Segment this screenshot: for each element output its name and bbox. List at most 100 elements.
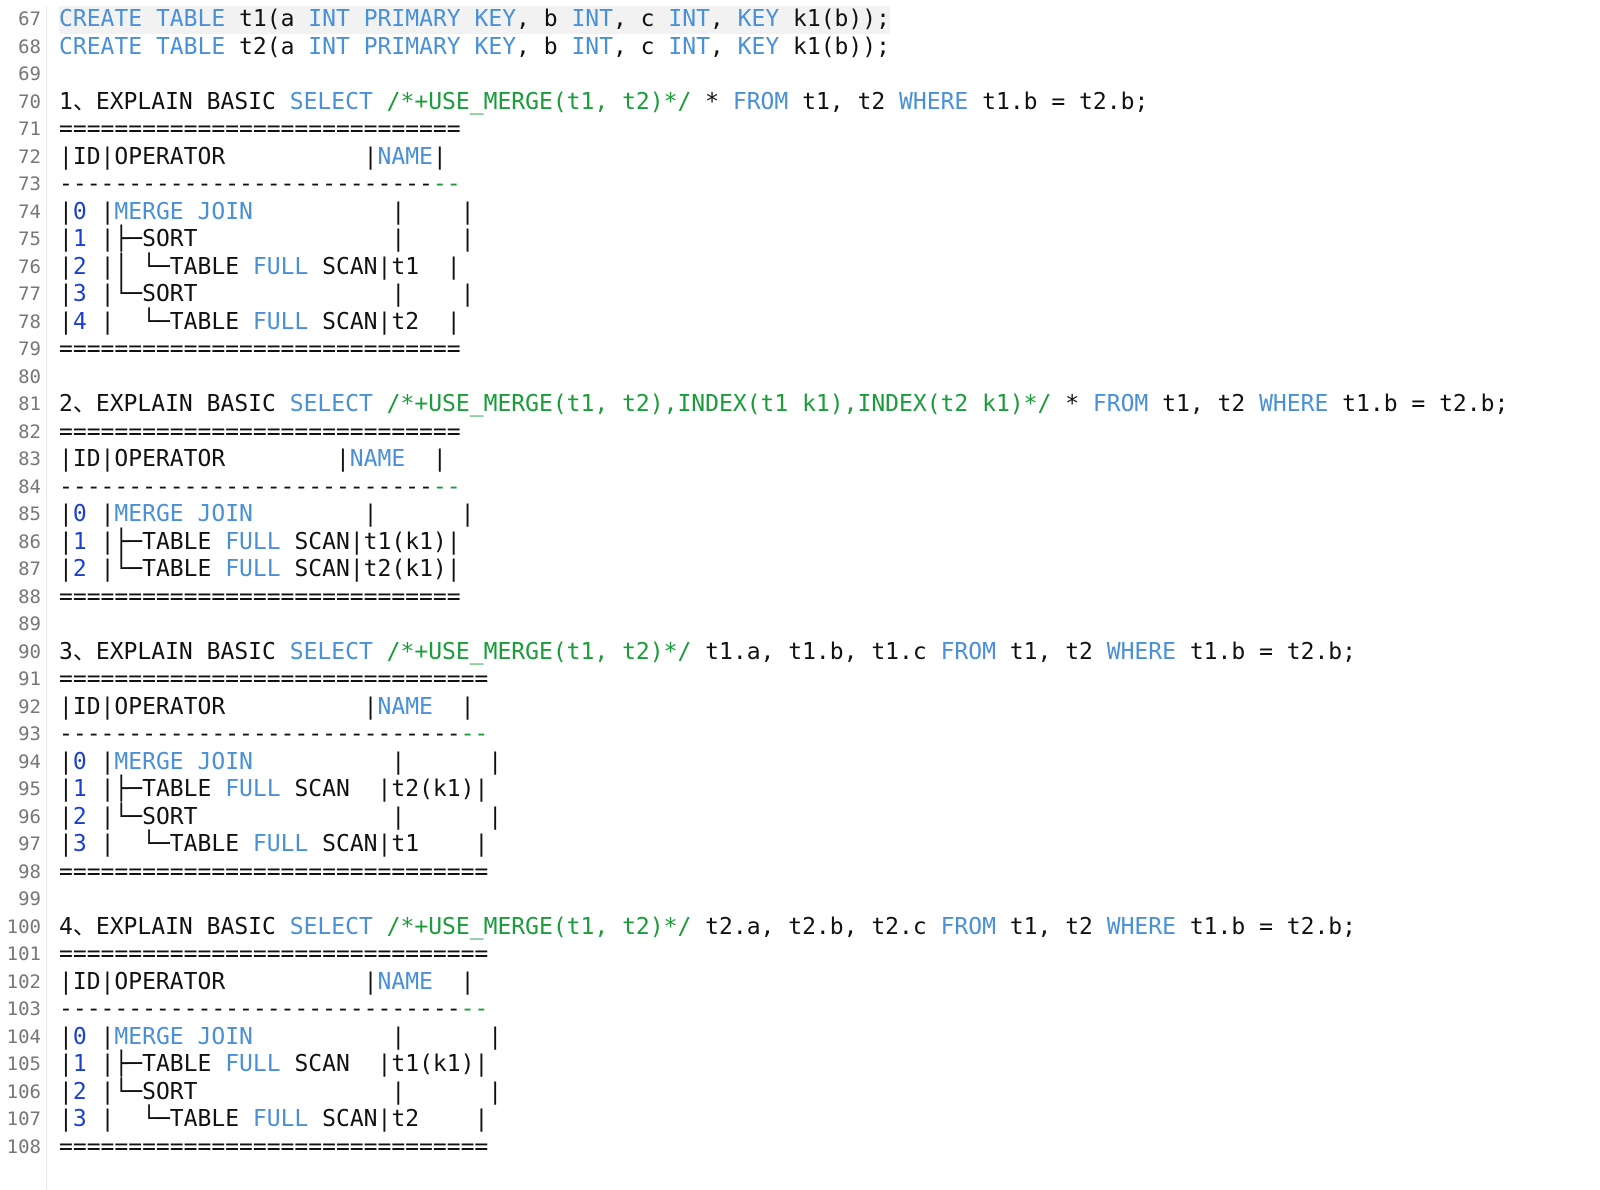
keyword-token: SELECT [289, 88, 373, 115]
text-token: , c [612, 33, 669, 60]
text-token: | [59, 1078, 73, 1105]
keyword-token: PRIMARY [363, 6, 461, 32]
code-text: |3 | └─TABLE FULL SCAN|t2 | [59, 1106, 488, 1134]
code-line: 101=============================== [0, 941, 1600, 969]
code-text: |2 |└─SORT | | [59, 1079, 502, 1107]
keyword-token: KEY [474, 6, 517, 32]
text-token: | [432, 143, 447, 170]
keyword-token: CREATE [59, 6, 143, 32]
keyword-token: FULL [225, 556, 281, 582]
line-number: 85 [18, 503, 41, 525]
code-text: ----------------------------- [59, 474, 461, 502]
code-line: 82============================= [0, 419, 1600, 447]
code-line: 78|4 | └─TABLE FULL SCAN|t2 | [0, 309, 1600, 337]
number-token: 3 [72, 1106, 87, 1132]
text-token: | [432, 968, 475, 995]
code-text: |1 |├─TABLE FULL SCAN|t1(k1)| [59, 529, 461, 557]
text-token: | | [252, 501, 475, 527]
text-token: t2.a, t2.b, t2.c [691, 913, 941, 940]
text-token: | [59, 281, 73, 307]
line-number: 84 [18, 475, 41, 498]
code-line: 74|0 |MERGE JOIN | | [0, 199, 1600, 227]
text-token: | [59, 308, 73, 335]
line-number: 67 [18, 8, 41, 30]
text-token [350, 6, 364, 32]
keyword-token: FROM [732, 88, 789, 115]
text-token: SCAN|t1(k1)| [280, 528, 461, 555]
keyword-token: FULL [225, 776, 281, 802]
line-number: 75 [18, 228, 41, 250]
line-number: 72 [18, 145, 41, 168]
code-line: 71============================= [0, 116, 1600, 144]
text-token: | [59, 1106, 73, 1132]
text-token: | [405, 446, 447, 472]
text-token: |└─SORT | | [86, 1078, 503, 1105]
keyword-token: INT [308, 33, 350, 60]
line-number: 91 [18, 668, 41, 690]
text-token: | [59, 748, 73, 775]
code-text: |0 |MERGE JOIN | | [59, 1024, 502, 1052]
line-number: 89 [18, 613, 41, 635]
text-token: | [432, 693, 475, 720]
code-text: |4 | └─TABLE FULL SCAN|t2 | [59, 309, 461, 337]
code-text: ------------------------------- [59, 996, 488, 1024]
line-number: 100 [6, 915, 41, 938]
number-token: 1 [72, 528, 87, 555]
text-token: SCAN |t1(k1)| [280, 1051, 489, 1077]
keyword-token: KEY [474, 33, 517, 60]
keyword-token: KEY [737, 33, 780, 60]
line-number: 102 [6, 970, 41, 993]
line-number: 103 [6, 998, 41, 1020]
line-number: 98 [18, 860, 41, 883]
number-token: 1 [72, 1051, 87, 1077]
code-line: 104|0 |MERGE JOIN | | [0, 1024, 1600, 1052]
code-line: 97|3 | └─TABLE FULL SCAN|t1 | [0, 831, 1600, 859]
text-token: | [59, 831, 73, 857]
code-text: ============================= [59, 419, 461, 447]
keyword-token: NAME [377, 968, 433, 995]
code-line: 103 ------------------------------- [0, 996, 1600, 1024]
line-number: 94 [18, 750, 41, 773]
number-token: 3 [72, 281, 87, 307]
text-token [373, 391, 387, 417]
line-number: 88 [18, 585, 41, 608]
line-number: 76 [18, 255, 41, 278]
keyword-token: SELECT [289, 638, 373, 665]
keyword-token: CREATE [59, 33, 143, 60]
text-token: | | [252, 1023, 503, 1050]
line-number: 105 [6, 1053, 41, 1075]
code-text: |1 |├─TABLE FULL SCAN |t1(k1)| [59, 1051, 488, 1079]
text-token: |├─TABLE [86, 776, 226, 802]
number-token: 0 [72, 1023, 87, 1050]
code-line: 96|2 |└─SORT | | [0, 804, 1600, 832]
text-token: t1(a [225, 6, 309, 32]
text-token [461, 34, 475, 60]
keyword-token: INT [668, 6, 710, 32]
keyword-token: WHERE [1106, 913, 1176, 940]
text-token: | [59, 776, 73, 802]
code-text: ----------------------------- [59, 171, 461, 199]
code-text: ============================= [59, 336, 461, 364]
code-line: 76|2 |│ └─TABLE FULL SCAN|t1 | [0, 254, 1600, 282]
code-text: 2、EXPLAIN BASIC SELECT /*+USE_MERGE(t1, … [59, 391, 1508, 419]
code-text: 1、EXPLAIN BASIC SELECT /*+USE_MERGE(t1, … [59, 89, 1148, 117]
text-token: * [1051, 391, 1093, 417]
keyword-token: FULL [252, 831, 309, 857]
comment-token: /*+USE_MERGE(t1, t2)*/ [386, 638, 692, 665]
keyword-token: NAME [349, 446, 406, 472]
keyword-token: INT [308, 6, 350, 32]
code-text: |ID|OPERATOR |NAME| [59, 144, 447, 172]
text-token: | [59, 253, 73, 280]
keyword-token: NAME [377, 143, 433, 170]
line-number: 99 [18, 888, 41, 910]
number-token: 3 [72, 831, 87, 857]
text-token: k1(b)); [779, 6, 890, 32]
comment-token: -- [432, 473, 461, 500]
number-token: 2 [72, 253, 87, 280]
text-token: | [86, 501, 115, 527]
